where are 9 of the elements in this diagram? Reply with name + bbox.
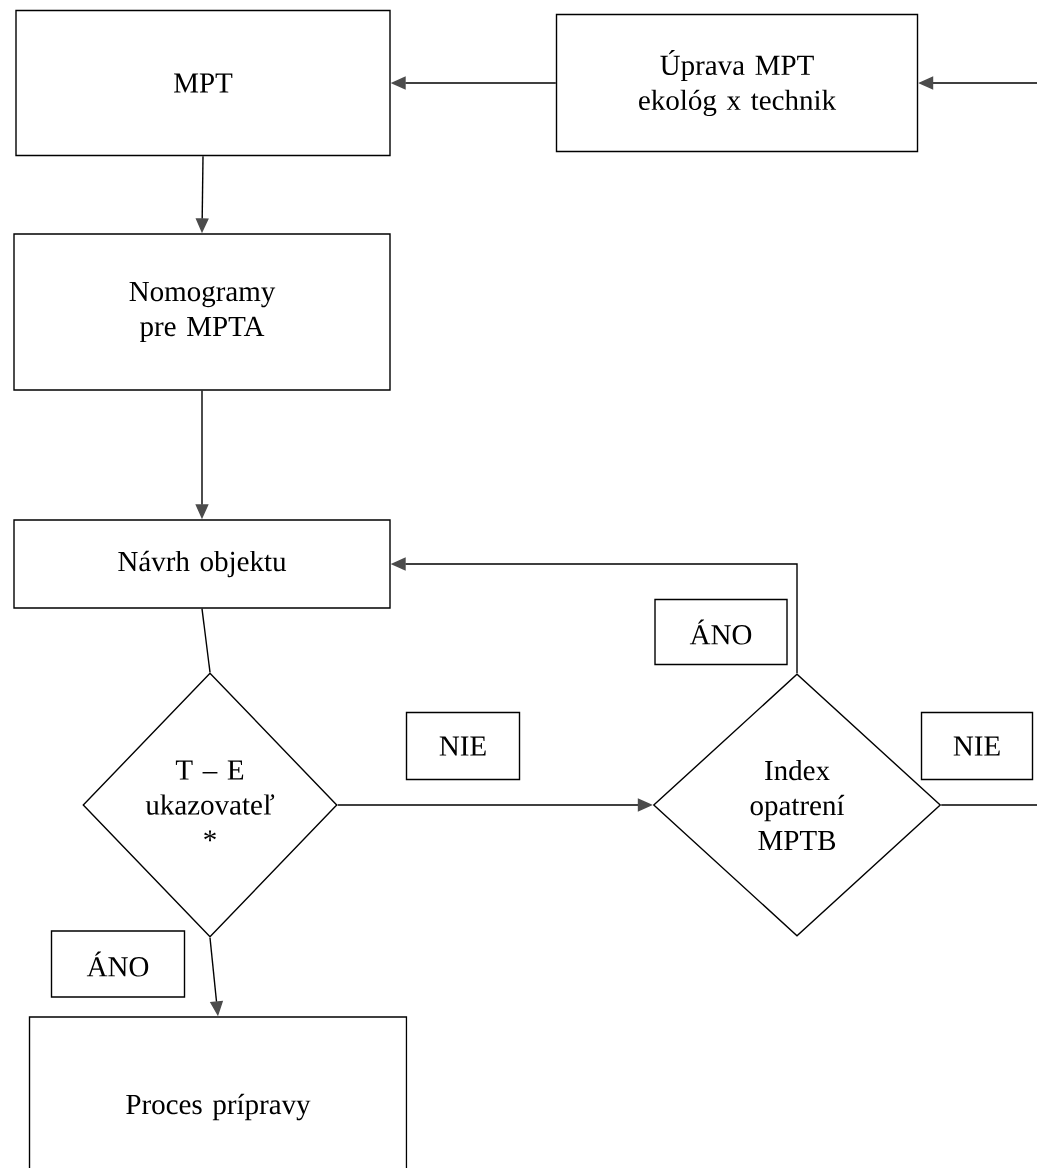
process-box: Proces prípravy bbox=[28, 1016, 408, 1168]
process-box: MPT bbox=[15, 9, 391, 157]
process-box: Návrh objektu bbox=[13, 519, 391, 609]
edge-label: ÁNO bbox=[50, 930, 186, 998]
edge-label: NIE bbox=[405, 711, 521, 781]
edge-label: ÁNO bbox=[654, 598, 788, 666]
process-box: Úprava MPT ekológ x technik bbox=[555, 13, 919, 153]
edge-label: NIE bbox=[920, 711, 1034, 781]
process-box: Nomogramy pre MPTA bbox=[13, 233, 391, 391]
